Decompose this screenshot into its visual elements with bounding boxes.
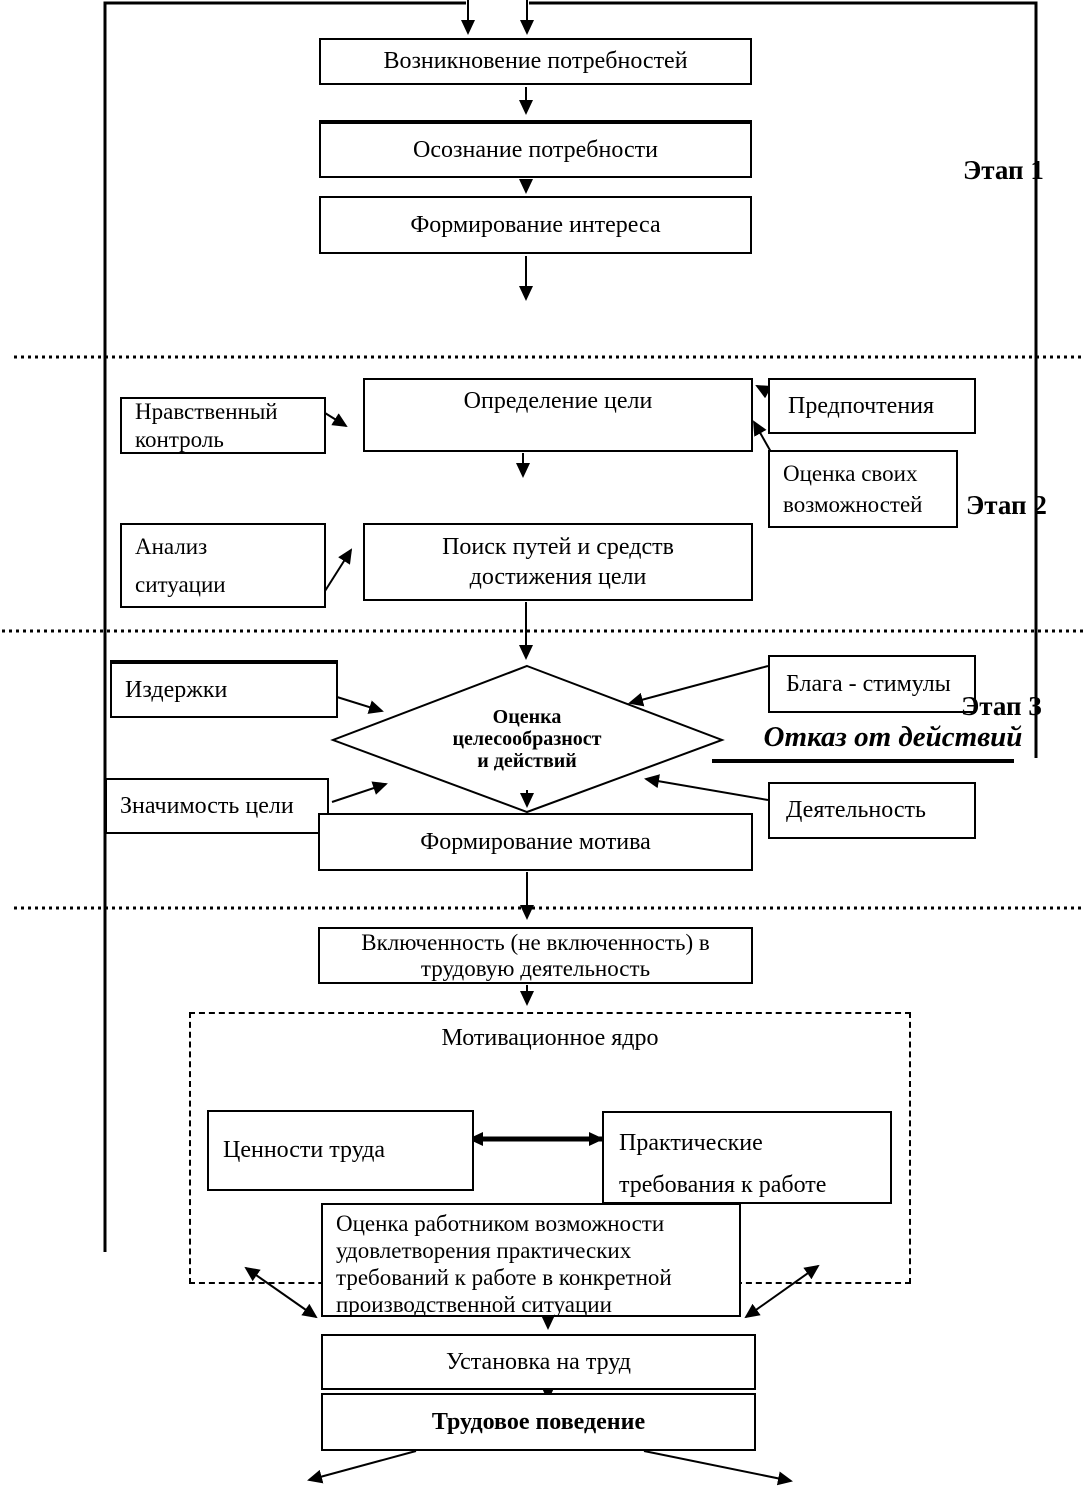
node-work-attitude: Установка на труд xyxy=(321,1334,756,1390)
node-goal-significance: Значимость цели xyxy=(105,778,329,834)
arrow-analysis-to-means xyxy=(324,548,353,592)
node-involvement: Включенность (не включенность) в трудову… xyxy=(318,927,753,984)
outer-border xyxy=(103,1,1038,1252)
arrow-core-diagonal-left xyxy=(244,1266,318,1319)
node-motive-formation: Формирование мотива xyxy=(318,813,753,871)
node-interest-formation: Формирование интереса xyxy=(319,196,752,254)
node-benefits-incentives: Блага - стимулы xyxy=(768,655,976,713)
node-goal-definition: Определение цели xyxy=(363,378,753,452)
node-decision-diamond: Оценка целесообразност и действий xyxy=(452,706,602,772)
node-activity: Деятельность xyxy=(768,782,976,839)
node-costs: Издержки xyxy=(110,660,338,718)
refusal-annotation: Отказ от действий xyxy=(763,721,1023,753)
stage1-label: Этап 1 xyxy=(963,155,1044,185)
node-need-awareness: Осознание потребности xyxy=(319,120,752,178)
arrow-significance-to-diamond xyxy=(331,781,388,803)
node-self-assessment: Оценка своих возможностей xyxy=(768,450,958,528)
decision-diamond-shape xyxy=(330,664,725,814)
node-labor-behavior: Трудовое поведение xyxy=(321,1393,756,1451)
stage2-label: Этап 2 xyxy=(966,490,1047,520)
node-worker-assessment: Оценка работником возможности удовлетвор… xyxy=(321,1203,741,1317)
arrow-selfassessment-to-goal xyxy=(753,420,772,453)
node-preferences: Предпочтения xyxy=(768,378,976,434)
node-situation-analysis: Анализ ситуации xyxy=(120,523,326,608)
arrow-behavior-out-left xyxy=(307,1450,417,1484)
arrow-activity-to-diamond xyxy=(644,774,769,801)
node-practical-requirements: Практические требования к работе xyxy=(602,1111,892,1204)
flow-arrows xyxy=(244,0,820,1486)
arrow-core-diagonal-right xyxy=(744,1264,820,1319)
node-means-search: Поиск путей и средств достижения цели xyxy=(363,523,753,601)
node-moral-control: Нравственный контроль xyxy=(120,397,326,454)
arrow-costs-to-diamond xyxy=(336,696,384,714)
arrow-moral-to-goal xyxy=(324,412,348,428)
stage3-label: Этап 3 xyxy=(961,691,1042,721)
arrow-behavior-out-right xyxy=(643,1450,793,1486)
node-labor-values: Ценности труда xyxy=(207,1110,474,1191)
node-need-emergence: Возникновение потребностей xyxy=(319,38,752,85)
arrow-benefits-to-diamond xyxy=(628,665,769,707)
motivational-core-title: Мотивационное ядро xyxy=(441,1025,659,1051)
